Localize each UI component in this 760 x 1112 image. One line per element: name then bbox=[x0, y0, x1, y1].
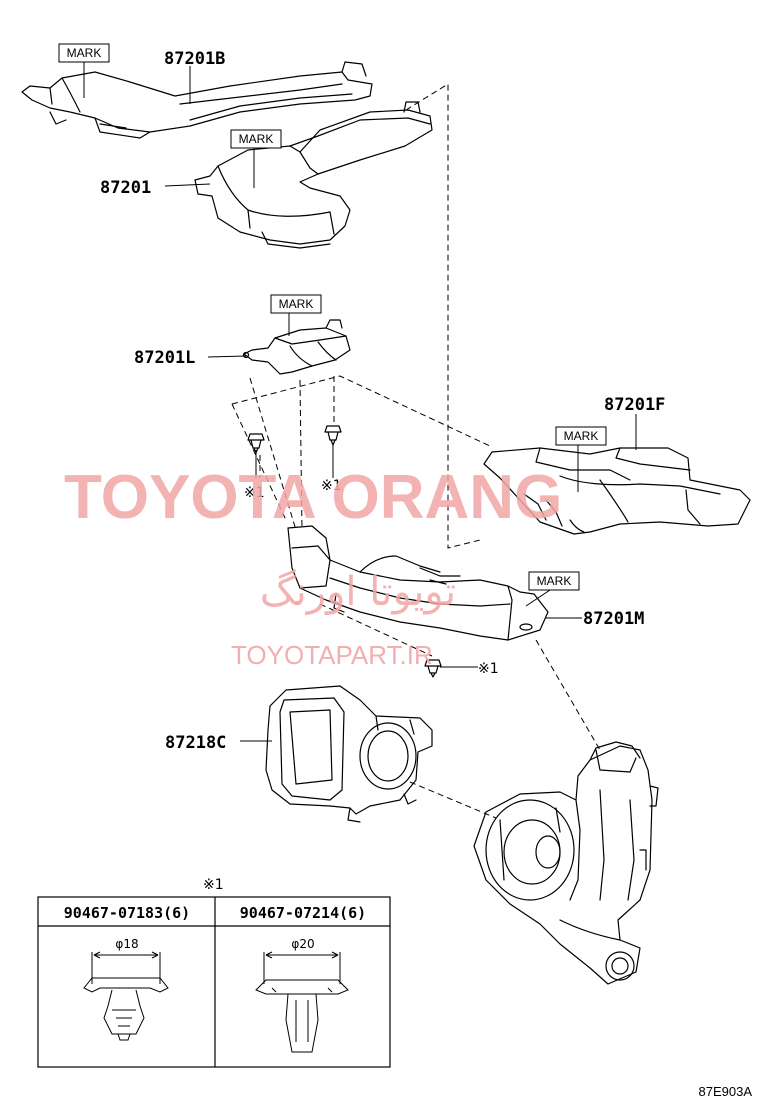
leader-mark-5 bbox=[525, 589, 551, 607]
clip-icon-right bbox=[255, 979, 349, 1053]
clip-bottom bbox=[424, 659, 442, 678]
dash-line-8 bbox=[319, 603, 433, 657]
clip-ref-b: ※1 bbox=[321, 478, 342, 494]
dash-line-9 bbox=[535, 639, 601, 751]
mark-box-4: MARK bbox=[555, 426, 607, 446]
part-label-87218C: 87218C bbox=[165, 733, 226, 753]
duct-87201 bbox=[194, 101, 433, 249]
mark-box-5: MARK bbox=[528, 571, 580, 591]
svg-text:MARK: MARK bbox=[279, 297, 314, 311]
clip-icon-left bbox=[83, 977, 169, 1041]
diagram-code: 87E903A bbox=[699, 1084, 753, 1099]
part-label-87201B: 87201B bbox=[164, 49, 225, 69]
leader-87201 bbox=[164, 183, 211, 187]
svg-text:MARK: MARK bbox=[239, 132, 274, 146]
dash-line-1 bbox=[405, 83, 481, 549]
clip-right bbox=[324, 425, 342, 446]
part-label-87201: 87201 bbox=[100, 178, 151, 198]
duct-87201B bbox=[21, 61, 373, 139]
leader-87201L bbox=[207, 355, 247, 358]
housing-87218C bbox=[265, 685, 433, 823]
duct-87201M bbox=[287, 525, 549, 641]
clip-table-left-part: 90467-07183(6) bbox=[64, 904, 190, 922]
mark-box-2: MARK bbox=[230, 129, 282, 149]
dash-line-2 bbox=[231, 375, 491, 447]
dash-line-3 bbox=[231, 403, 287, 521]
part-label-87201F: 87201F bbox=[604, 395, 665, 415]
svg-text:MARK: MARK bbox=[67, 46, 102, 60]
duct-87201F bbox=[483, 447, 751, 535]
clip-table-right-part: 90467-07214(6) bbox=[240, 904, 366, 922]
clip-table-ref: ※1 bbox=[203, 877, 224, 893]
clip-table-left-dim: φ18 bbox=[115, 937, 138, 951]
duct-87201L bbox=[242, 319, 351, 375]
mark-box-3: MARK bbox=[270, 294, 322, 314]
dash-line-5 bbox=[299, 379, 303, 531]
svg-text:MARK: MARK bbox=[564, 429, 599, 443]
clip-table: 90467-07183(6) 90467-07214(6) φ18 φ20 bbox=[37, 896, 391, 1068]
dash-line-4 bbox=[249, 377, 297, 531]
watermark-url: TOYOTAPART.IR bbox=[231, 640, 433, 670]
clip-ref-a: ※1 bbox=[244, 485, 265, 501]
clip-ref-c: ※1 bbox=[478, 661, 499, 677]
blower-unit bbox=[473, 741, 659, 985]
mark-box-1: MARK bbox=[58, 43, 110, 63]
watermark-main: TOYOTA ORANG bbox=[64, 463, 562, 532]
part-label-87201L: 87201L bbox=[134, 348, 195, 368]
clip-table-right-dim: φ20 bbox=[291, 937, 314, 951]
part-label-87201M: 87201M bbox=[583, 609, 644, 629]
dash-line-10 bbox=[409, 781, 497, 819]
svg-text:MARK: MARK bbox=[537, 574, 572, 588]
watermark-persian: تویوتا اورنگ bbox=[260, 569, 456, 615]
watermark: TOYOTA ORANG تویوتا اورنگ TOYOTAPART.IR bbox=[64, 463, 562, 670]
